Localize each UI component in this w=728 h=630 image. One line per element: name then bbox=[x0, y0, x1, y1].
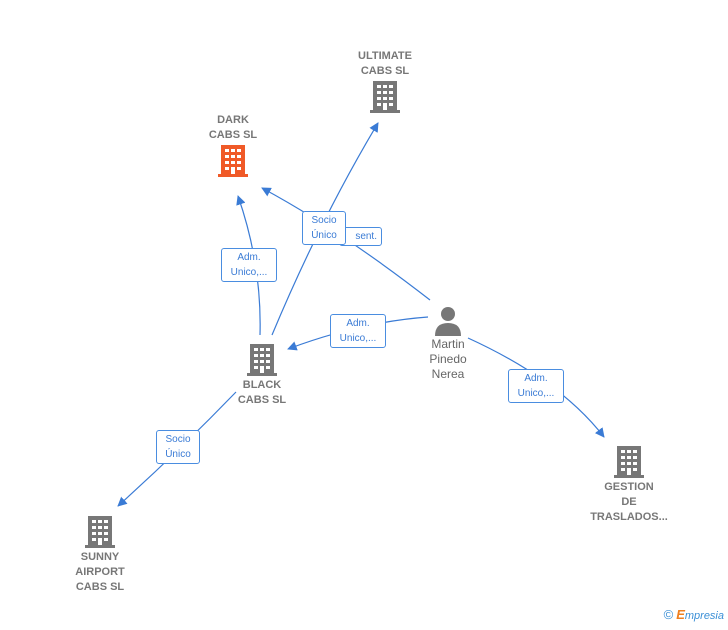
node-person-label: Martin Pinedo Nerea bbox=[429, 337, 467, 381]
footer-brand[interactable]: ©Empresia bbox=[664, 607, 724, 622]
building-icon bbox=[614, 446, 644, 478]
edge-label-sent[interactable]: sent. bbox=[339, 227, 382, 246]
brand-initial: E bbox=[676, 607, 685, 622]
node-dark-cabs[interactable]: DARK CABS SL bbox=[193, 113, 273, 179]
node-black-label: BLACK CABS SL bbox=[237, 379, 287, 406]
node-person-martin-pinedo[interactable]: Martin Pinedo Nerea bbox=[418, 305, 478, 382]
building-icon bbox=[85, 516, 115, 548]
edge-label-socio-unico-ultimate[interactable]: Socio Único bbox=[302, 211, 346, 245]
brand-name: mpresia bbox=[684, 610, 724, 622]
node-dark-label: DARK CABS SL bbox=[208, 114, 258, 141]
edge-label-adm-unico-black[interactable]: Adm. Unico,... bbox=[330, 314, 386, 348]
node-sunny-label: SUNNY AIRPORT CABS SL bbox=[75, 551, 125, 593]
edge-label-adm-unico-gestion[interactable]: Adm. Unico,... bbox=[508, 369, 564, 403]
copyright-icon: © bbox=[663, 607, 674, 622]
node-black-cabs[interactable]: BLACK CABS SL bbox=[222, 342, 302, 408]
person-icon bbox=[435, 307, 461, 336]
edge-label-socio-unico-sunny[interactable]: Socio Único bbox=[156, 430, 200, 464]
node-gestion-label: GESTION DE TRASLADOS... bbox=[590, 481, 668, 523]
building-icon bbox=[370, 81, 400, 113]
node-ultimate-cabs[interactable]: ULTIMATE CABS SL bbox=[345, 49, 425, 115]
node-gestion-traslados[interactable]: GESTION DE TRASLADOS... bbox=[584, 444, 674, 525]
node-ultimate-label: ULTIMATE CABS SL bbox=[358, 50, 412, 77]
building-icon-highlight bbox=[218, 145, 248, 177]
edge-label-adm-unico-dark[interactable]: Adm. Unico,... bbox=[221, 248, 277, 282]
building-icon bbox=[247, 344, 277, 376]
node-sunny-airport-cabs[interactable]: SUNNY AIRPORT CABS SL bbox=[60, 514, 140, 595]
